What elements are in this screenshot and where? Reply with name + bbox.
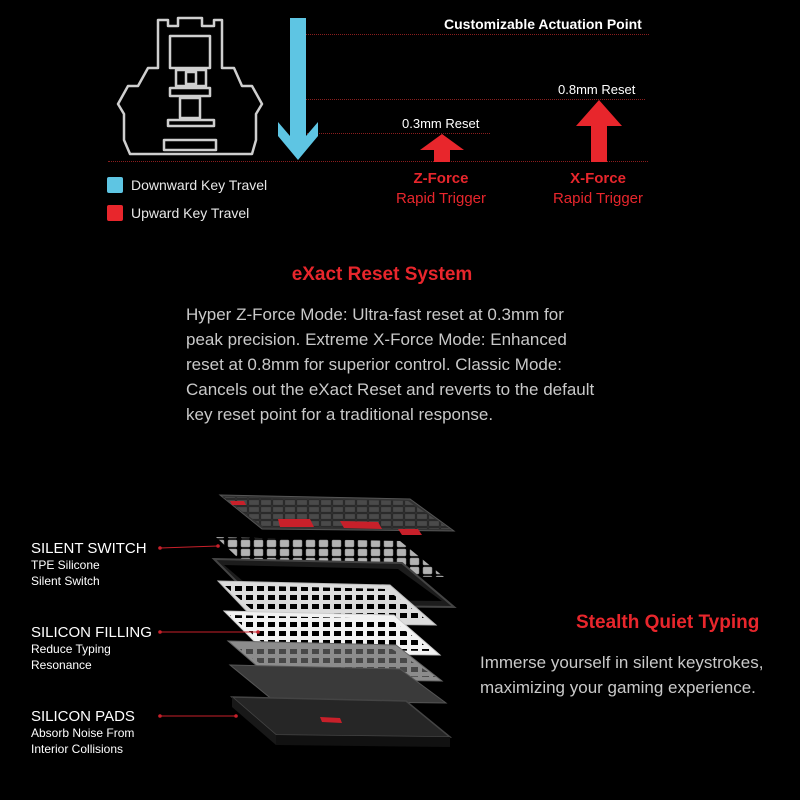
- layer-desc-silicon-pads-1: Absorb Noise From: [31, 726, 135, 740]
- reset-system-title: eXact Reset System: [291, 264, 473, 285]
- silicon-pad-layer: [228, 664, 448, 704]
- layer-desc-silicon-filling-1: Reduce Typing: [31, 642, 111, 656]
- legend-downward: Downward Key Travel: [107, 177, 267, 193]
- reset-large-label: 0.8mm Reset: [558, 82, 636, 97]
- z-force-label: Z-Force: [413, 170, 469, 187]
- upward-arrow-large-icon: [576, 100, 622, 162]
- leader-lines: [158, 544, 260, 718]
- x-force-label: X-Force: [570, 170, 626, 187]
- baseline-guide-line: [108, 161, 648, 162]
- actuation-point-label: Customizable Actuation Point: [444, 16, 642, 32]
- reset-guide-line-large: [300, 99, 645, 100]
- upward-arrow-small-icon: [420, 134, 464, 162]
- stealth-title: Stealth Quiet Typing: [576, 612, 760, 633]
- exploded-keyboard-illustration: [211, 494, 457, 747]
- reset-small-label: 0.3mm Reset: [402, 116, 480, 131]
- layer-title-silent-switch: SILENT SWITCH: [31, 540, 147, 557]
- legend-swatch-red: [107, 205, 123, 221]
- actuation-guide-line: [300, 34, 649, 35]
- reset-system-description: Hyper Z-Force Mode: Ultra-fast reset at …: [186, 305, 595, 424]
- legend-upward-label: Upward Key Travel: [131, 205, 250, 221]
- z-force-sub-label: Rapid Trigger: [395, 190, 487, 207]
- layer-title-silicon-pads: SILICON PADS: [31, 708, 135, 725]
- switch-cross-section-icon: [116, 16, 264, 156]
- x-force-sub-label: Rapid Trigger: [552, 190, 644, 207]
- legend-upward: Upward Key Travel: [107, 205, 249, 221]
- layer-desc-silent-switch-2: Silent Switch: [31, 574, 100, 588]
- reset-guide-line-small: [300, 133, 490, 134]
- layer-desc-silent-switch-1: TPE Silicone: [31, 558, 100, 572]
- downward-travel-arrow-icon: [278, 18, 318, 160]
- layer-title-silicon-filling: SILICON FILLING: [31, 624, 152, 641]
- legend-swatch-blue: [107, 177, 123, 193]
- legend-downward-label: Downward Key Travel: [131, 177, 268, 193]
- stealth-description: Immerse yourself in silent keystrokes, m…: [480, 653, 764, 697]
- layer-desc-silicon-pads-2: Interior Collisions: [31, 742, 124, 756]
- layer-desc-silicon-filling-2: Resonance: [31, 658, 92, 672]
